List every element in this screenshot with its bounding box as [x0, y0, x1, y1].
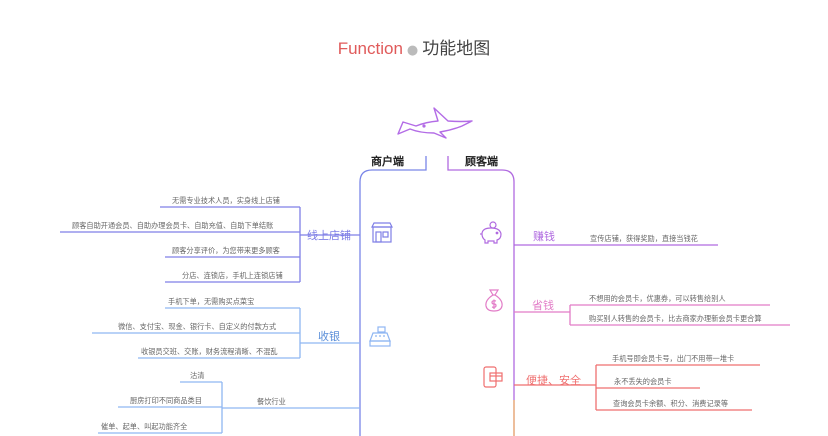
save-item-1: 不想用的会员卡，优惠券，可以转售给别人 — [589, 294, 726, 303]
customer-side-label: 顾客端 — [465, 155, 498, 168]
piggy-bank-icon — [480, 221, 502, 244]
merchant-side-label: 商户端 — [371, 155, 404, 168]
catering-item-2: 厨房打印不同商品类目 — [130, 396, 202, 405]
mobile-card-icon — [483, 366, 503, 388]
earn-label: 赚钱 — [533, 230, 555, 243]
online-store-label: 线上店铺 — [307, 229, 351, 242]
convenient-item-1: 手机号即会员卡号，出门不用带一堆卡 — [612, 354, 735, 363]
title-chinese: 功能地图 — [422, 39, 491, 59]
cashier-label: 收银 — [318, 330, 340, 343]
catering-item-1: 沽清 — [190, 371, 205, 380]
catering-label: 餐饮行业 — [257, 397, 286, 406]
title-english: Function — [337, 39, 403, 58]
store-icon — [371, 222, 393, 243]
earn-item-1: 宣传店铺，获得奖励，直接当钱花 — [590, 234, 698, 243]
cashier-item-1: 手机下单，无需购买点菜宝 — [168, 297, 255, 306]
cashier-item-2: 微信、支付宝、现金、银行卡、自定义的付款方式 — [118, 322, 277, 331]
page-title: Function●功能地图 — [0, 34, 828, 59]
save-item-2: 购买别人转售的会员卡，比去商家办理新会员卡更合算 — [589, 314, 762, 323]
online-store-item-3: 顾客分享评价，为您带来更多顾客 — [172, 246, 280, 255]
money-bag-icon — [485, 289, 503, 312]
convenient-item-2: 永不丢失的会员卡 — [614, 377, 672, 386]
customer-trunk — [447, 156, 515, 436]
save-label: 省钱 — [532, 299, 554, 312]
online-store-item-4: 分店、连锁店，手机上连锁店铺 — [182, 271, 283, 280]
shark-icon — [397, 107, 473, 139]
convenient-label: 便捷、安全 — [526, 374, 581, 387]
online-store-item-1: 无需专业技术人员，实身线上店铺 — [172, 196, 280, 205]
convenient-item-3: 查询会员卡余额、积分、消费记录等 — [613, 399, 729, 408]
cash-register-icon — [369, 326, 391, 347]
merchant-trunk — [359, 156, 427, 436]
cashier-item-3: 收银员交班、交账，财务流程清晰、不混乱 — [141, 347, 278, 356]
title-separator: ● — [406, 43, 419, 58]
online-store-item-2: 顾客自助开通会员、自助办理会员卡、自助充值、自助下单结账 — [72, 221, 274, 230]
catering-item-3: 催单、起单、叫起功能齐全 — [101, 422, 188, 431]
